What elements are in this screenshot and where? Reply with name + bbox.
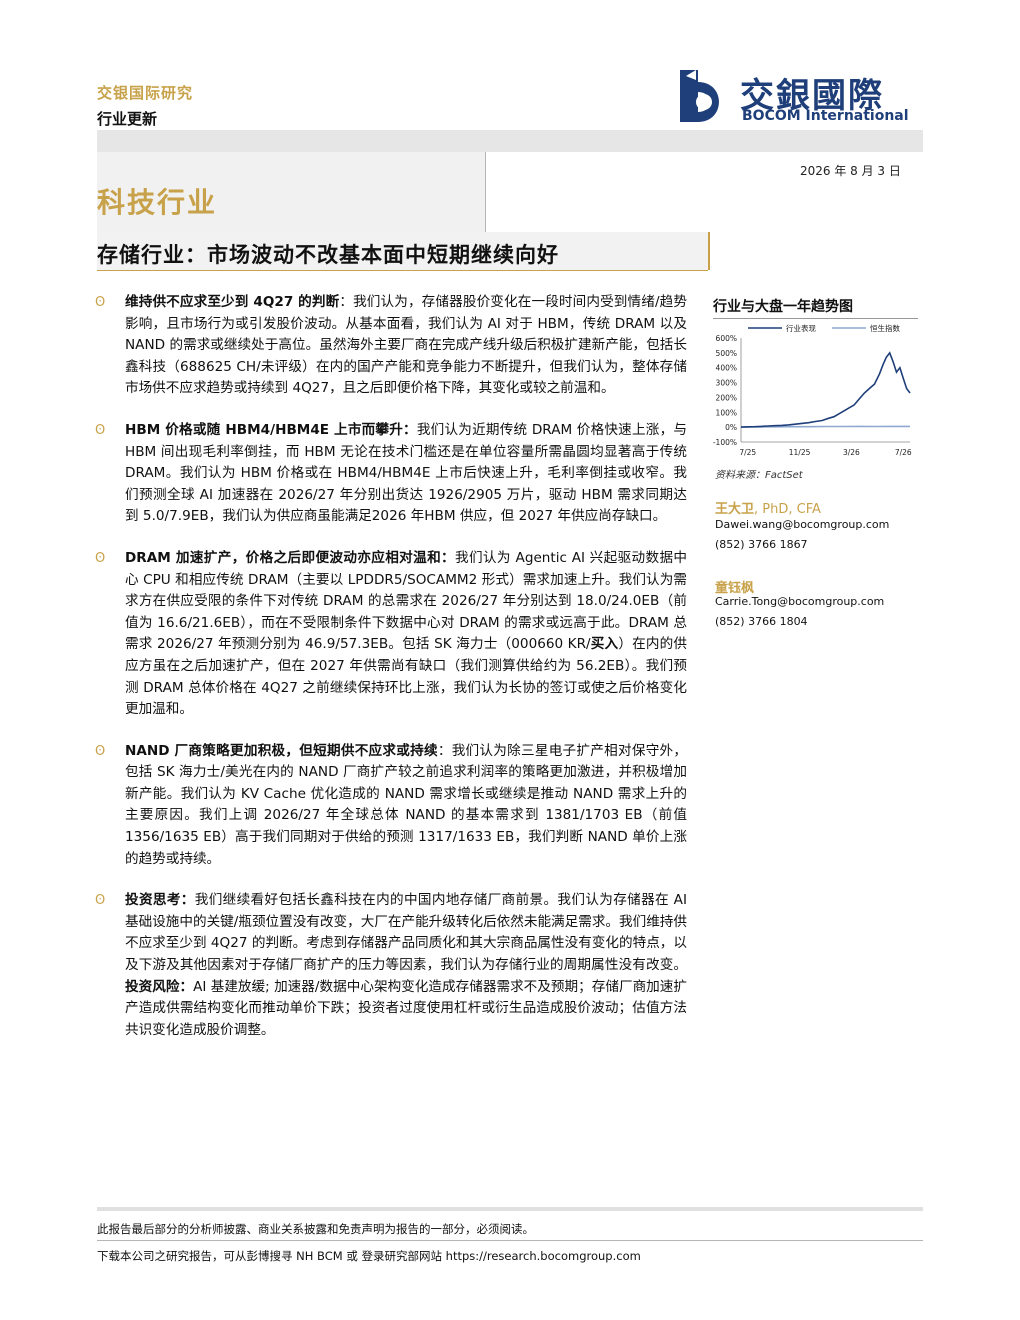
bullet-body-cont: AI 基建放缓; 加速器/数据中心架构变化造成存储器需求不及预期；存储厂商加速扩… — [125, 978, 688, 1038]
list-item: ʘ NAND 厂商策略更加积极，但短期供不应求或持续：我们认为除三星电子扩产相对… — [95, 741, 687, 871]
bullet-title: 维持供不应求至少到 4Q27 的判断 — [125, 294, 340, 310]
chart-title: 行业与大盘一年趋势图 — [713, 299, 853, 315]
bullet-icon: ʘ — [95, 743, 106, 759]
analyst-name: 童钰枫 — [715, 581, 755, 596]
bullet-title: DRAM 加速扩产，价格之后即便波动亦应相对温和： — [125, 549, 456, 566]
company-logo: 交銀國際 BOCOM International — [668, 62, 923, 132]
brand-name: 交银国际研究 — [97, 84, 194, 102]
footer-download[interactable]: 下载本公司之研究报告，可从彭博搜寻 NH BCM 或 登录研究部网站 https… — [97, 1249, 641, 1263]
bullet-body-cont: ）在内的供应方虽在之后加速扩产，但在 2027 年供需尚有缺口（我们测算供给约为… — [125, 636, 688, 718]
chart-title-rule — [713, 318, 918, 319]
header-band — [97, 130, 923, 152]
analyst-phone: (852) 3766 1804 — [715, 615, 808, 628]
trend-chart: 600% 500% 400% 300% 200% 100% 0% -100%7/25 11/25… — [713, 323, 912, 457]
y-tick-label: 600% — [716, 334, 737, 343]
risk-label: 投资风险： — [125, 978, 194, 995]
footer-rule — [97, 1240, 923, 1241]
bullet-body: 我们继续看好包括长鑫科技在内的中国内地存储厂商前景。我们认为存储器在 AI 基础… — [125, 892, 687, 974]
bullet-title: 投资思考： — [125, 892, 195, 909]
sector-title: 科技行业 — [97, 186, 218, 219]
sector-band — [97, 152, 485, 232]
analyst-degree: , PhD, CFA — [754, 502, 821, 517]
report-date: 2026 年 8 月 3 日 — [800, 164, 901, 178]
bullet-body: ：我们认为，存储器股价变化在一段时间内受到情绪/趋势影响，且市场行为或引发股价波… — [125, 294, 688, 397]
y-tick-label: 100% — [716, 408, 737, 417]
bullet-body: 我们认为近期传统 DRAM 价格快速上涨，与 HBM 间出现毛利率倒挂，而 HB… — [125, 421, 687, 525]
y-tick-label: 500% — [716, 349, 737, 358]
report-type: 行业更新 — [97, 110, 158, 128]
bullet-icon: ʘ — [95, 295, 106, 310]
x-tick-label: 3/26 — [843, 448, 860, 457]
list-item: ʘ 投资思考：我们继续看好包括长鑫科技在内的中国内地存储厂商前景。我们认为存储器… — [95, 890, 687, 1041]
list-item: ʘ DRAM 加速扩产，价格之后即便波动亦应相对温和：我们认为 Agentic … — [95, 548, 687, 721]
x-tick-label: 7/25 — [739, 448, 756, 457]
logo-english: BOCOM International — [742, 108, 909, 124]
header-divider — [485, 152, 486, 232]
bullet-icon: ʘ — [95, 893, 106, 909]
series-line — [740, 425, 910, 428]
bullet-body: ：我们认为除三星电子扩产相对保守外，包括 SK 海力士/美光在内的 NAND 厂… — [125, 742, 688, 867]
page-title: 存储行业：市场波动不改基本面中短期继续向好 — [97, 243, 559, 267]
x-tick-label: 11/25 — [789, 448, 811, 457]
series-line — [740, 351, 911, 428]
analyst-phone: (852) 3766 1867 — [715, 538, 808, 551]
y-tick-label: -100% — [713, 438, 737, 447]
footer-disclaimer: 此报告最后部分的分析师披露、商业关系披露和免责声明为报告的一部分，必须阅读。 — [97, 1222, 534, 1236]
x-tick-label: 7/26 — [895, 448, 912, 457]
legend-label: 行业表现 — [786, 323, 816, 333]
list-item: ʘ HBM 价格或随 HBM4/HBM4E 上市而攀升：我们认为近期传统 DRA… — [95, 420, 687, 528]
y-tick-label: 200% — [716, 393, 737, 402]
analyst-name-text: 王大卫 — [715, 502, 755, 517]
headline-band — [97, 232, 710, 270]
bullet-icon: ʘ — [95, 550, 106, 566]
rating-label: 买入 — [590, 636, 619, 653]
legend-label: 恒生指数 — [870, 323, 900, 333]
logo-chinese: 交銀國際 — [740, 76, 884, 116]
bullet-title: HBM 价格或随 HBM4/HBM4E 上市而攀升： — [125, 421, 417, 438]
analyst-name: 王大卫, PhD, CFA — [715, 498, 821, 517]
y-tick-label: 300% — [716, 379, 737, 388]
bullet-icon: ʘ — [95, 422, 106, 438]
bullet-title: NAND 厂商策略更加积极，但短期供不应求或持续 — [125, 742, 438, 759]
analyst-email[interactable]: Dawei.wang@bocomgroup.com — [715, 518, 890, 531]
y-tick-label: 400% — [716, 364, 737, 373]
footer-bar — [97, 1207, 923, 1211]
bocom-logo-icon — [680, 70, 719, 122]
analyst-email[interactable]: Carrie.Tong@bocomgroup.com — [715, 595, 885, 608]
bullet-body: 我们认为 Agentic AI 兴起驱动数据中心 CPU 和相应传统 DRAM（… — [125, 549, 688, 653]
y-tick-label: 0% — [725, 423, 737, 432]
chart-source: 资料来源：FactSet — [715, 470, 803, 481]
list-item: ʘ 维持供不应求至少到 4Q27 的判断：我们认为，存储器股价变化在一段时间内受… — [95, 292, 687, 400]
key-points: ʘ 维持供不应求至少到 4Q27 的判断：我们认为，存储器股价变化在一段时间内受… — [95, 292, 687, 1061]
headline-rule — [97, 270, 708, 271]
